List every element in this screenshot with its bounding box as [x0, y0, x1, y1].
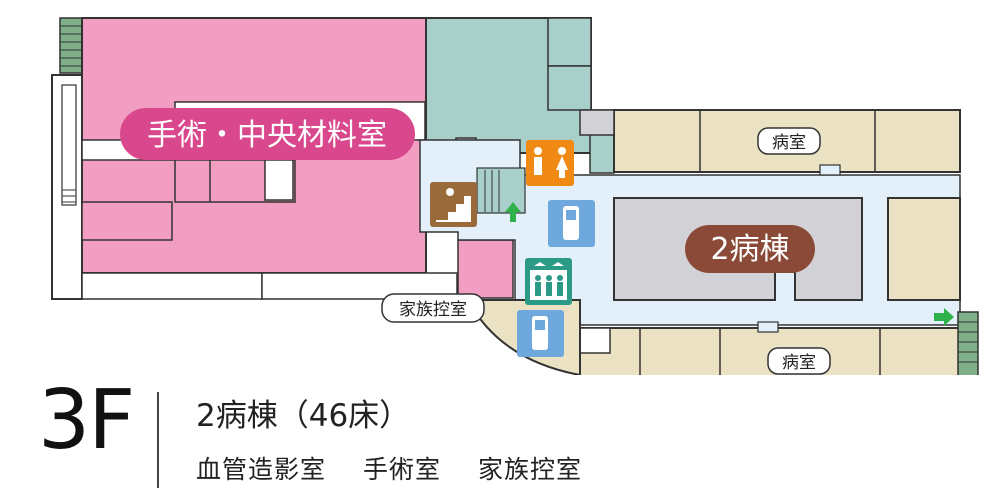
ward-label: 2病棟	[685, 225, 815, 273]
elevator-icon	[525, 258, 572, 305]
room-item: 血管造影室	[196, 455, 327, 484]
room-item: 手術室	[362, 455, 441, 484]
left-stairs	[59, 17, 83, 74]
svg-text:病室: 病室	[772, 133, 806, 153]
phone-icon	[548, 200, 595, 247]
svg-text:2病棟: 2病棟	[710, 232, 789, 267]
ward-summary: 2病棟（46床）	[196, 398, 411, 434]
up-arrow-icon	[505, 202, 521, 222]
phone-icon-2	[517, 310, 564, 357]
room-label-bottom: 病室	[767, 347, 831, 375]
right-stairs	[957, 311, 979, 375]
floor-label: 3F	[38, 373, 135, 468]
surgery-label: 手術・中央材料室	[120, 108, 415, 160]
stairs-icon	[430, 182, 477, 227]
legend-divider	[157, 392, 159, 488]
room-item: 家族控室	[477, 455, 582, 484]
svg-text:手術・中央材料室: 手術・中央材料室	[147, 118, 387, 153]
rooms-list: 血管造影室 手術室 家族控室	[196, 450, 610, 486]
family-room-label: 家族控室	[381, 293, 485, 323]
svg-text:病室: 病室	[782, 353, 816, 373]
exit-arrow-icon	[934, 308, 954, 326]
restroom-icon	[526, 140, 574, 186]
room-label-top: 病室	[757, 127, 821, 155]
svg-text:家族控室: 家族控室	[399, 300, 467, 320]
floor-map: 手術・中央材料室 2病棟 病室 病室 家族控室	[51, 17, 979, 375]
